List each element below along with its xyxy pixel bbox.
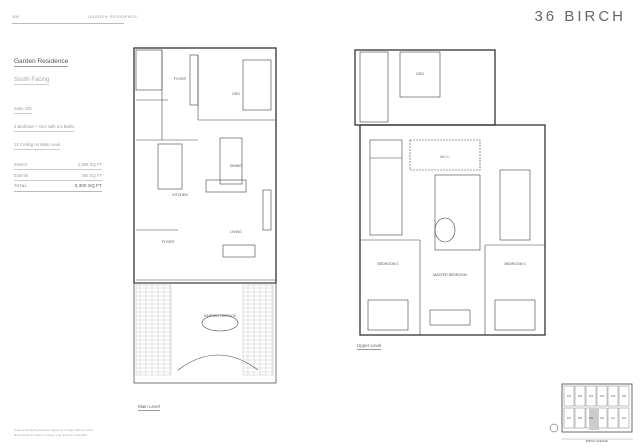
main-level-label: Main Level xyxy=(138,404,160,411)
key-plan-suite-number: 102 xyxy=(578,395,583,398)
area-value: 3,300 SQ FT xyxy=(74,184,102,189)
suite-ceiling: 11' Ceiling on Main Level xyxy=(14,142,61,150)
key-plan-suite xyxy=(618,385,630,407)
area-total: TOTAL 3,300 SQ FT xyxy=(14,181,102,192)
room-label: W.I.C. xyxy=(440,155,450,159)
key-plan-suite xyxy=(563,385,575,407)
key-plan-suite-number: 105 xyxy=(611,395,616,398)
key-plan-suite-number: 109 xyxy=(589,417,594,420)
area-label: Interior xyxy=(14,162,28,167)
brand-logo: 36 BIRCH xyxy=(534,8,626,25)
area-value: 2,908 SQ FT xyxy=(78,162,102,167)
page-number: 105 xyxy=(12,14,19,19)
area-value: 392 SQ FT xyxy=(81,173,102,178)
upper-level-plan: DEN W.I.C. BEDROOM 2 MASTER BEDROOM BEDR… xyxy=(354,49,546,336)
main-level-plan: FOYER DEN DINING KITCHEN LIVING FOYER GA… xyxy=(133,47,277,384)
key-plan-suite-number: 107 xyxy=(567,417,572,420)
area-exterior: Exterior 392 SQ FT xyxy=(14,170,102,181)
key-plan-suite-number: 103 xyxy=(589,395,594,398)
room-label: DINING xyxy=(230,164,243,168)
key-plan-suite-number: 106 xyxy=(622,395,627,398)
section-title: GARDEN RESIDENCE xyxy=(88,14,138,19)
room-label: FOYER xyxy=(162,240,175,244)
key-plan-suite xyxy=(563,407,575,429)
area-label: Exterior xyxy=(14,173,29,178)
suite-info: Garden Residence South Facing Suite 105 … xyxy=(14,50,102,192)
suite-layout: 3 Bedroom + Den with 3.5 Baths xyxy=(14,124,75,132)
room-label: MASTER BEDROOM xyxy=(433,273,467,277)
key-plan-suite xyxy=(585,385,597,407)
suite-name: Garden Residence xyxy=(14,58,69,67)
key-plan-suite xyxy=(607,385,619,407)
key-plan-suite-number: 110 xyxy=(600,417,605,420)
key-plan-suite-number: 111 xyxy=(611,417,615,420)
key-plan-suite-number: 104 xyxy=(600,395,605,398)
key-plan-suite xyxy=(596,385,608,407)
room-label: KITCHEN xyxy=(172,193,188,197)
key-plan-suite-number: 112 xyxy=(622,417,627,420)
header-divider xyxy=(12,23,124,24)
key-plan-suite xyxy=(607,407,619,429)
room-label: BEDROOM 3 xyxy=(504,262,525,266)
room-label: BEDROOM 2 xyxy=(377,262,398,266)
upper-level-label: Upper Level xyxy=(357,343,382,350)
key-plan-suite xyxy=(618,407,630,429)
key-plan-suite-number: 101 xyxy=(567,395,572,398)
compass-icon xyxy=(549,423,559,433)
footnote: Suite and building features subject to c… xyxy=(14,428,94,437)
room-label: DEN xyxy=(416,72,424,76)
room-label: LIVING xyxy=(230,230,242,234)
room-label: DEN xyxy=(232,92,240,96)
key-plan-suite-number: 108 xyxy=(578,417,583,420)
highlighted-suite xyxy=(589,408,599,430)
suite-orientation: South Facing xyxy=(14,77,50,85)
key-plan-suite xyxy=(574,385,586,407)
key-plan-suite xyxy=(574,407,586,429)
key-plan: 101 102 103 104 105 106 107 108 109 110 111 112 BIR… xyxy=(549,383,633,443)
area-interior: Interior 2,908 SQ FT xyxy=(14,159,102,170)
room-label: FOYER xyxy=(174,77,187,81)
room-label: GARDEN TERRACE xyxy=(204,314,237,318)
suite-number: Suite 105 xyxy=(14,106,32,114)
street-label: BIRCH AVENUE xyxy=(586,439,608,443)
area-label: TOTAL xyxy=(14,184,27,188)
